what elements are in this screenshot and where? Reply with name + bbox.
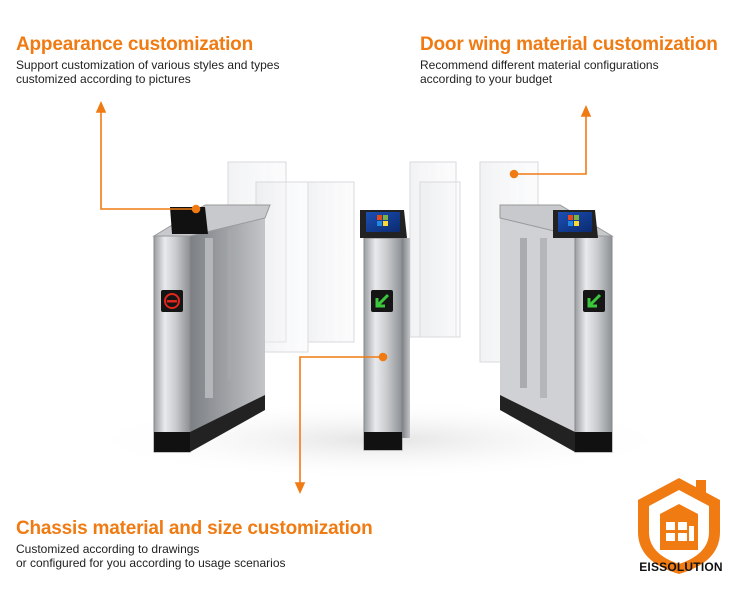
callout-title: Door wing material customization [420,34,718,55]
callout-text: Recommend different material configurati… [420,58,750,86]
callout-line: or configured for you according to usage… [16,556,286,570]
left-turnstile-cabinet [152,204,271,453]
green-arrow-icon [583,290,605,312]
callout-leader-chassis [294,352,388,494]
callout-chassis: Chassis material and size customization … [16,518,436,570]
brand-name: EISSOLUTION [639,560,723,574]
middle-turnstile-pillar [360,210,410,451]
callout-leader-door-wing [509,105,592,179]
callout-line: customized according to pictures [16,72,191,86]
brand-logo-icon [638,478,720,574]
callout-text: Support customization of various styles … [16,58,336,86]
callout-appearance: Appearance customization Support customi… [16,34,336,86]
callout-title: Appearance customization [16,34,253,55]
no-entry-icon [161,290,183,312]
callout-line: Customized according to drawings [16,542,200,556]
right-turnstile-cabinet [499,204,614,453]
callout-line: Support customization of various styles … [16,58,280,72]
callout-line: Recommend different material configurati… [420,58,659,72]
callout-door-wing: Door wing material customization Recomme… [420,34,750,86]
callout-line: according to your budget [420,72,553,86]
callout-title: Chassis material and size customization [16,518,373,539]
green-arrow-icon [371,290,393,312]
callout-text: Customized according to drawings or conf… [16,542,436,570]
callout-leader-appearance [95,101,201,214]
